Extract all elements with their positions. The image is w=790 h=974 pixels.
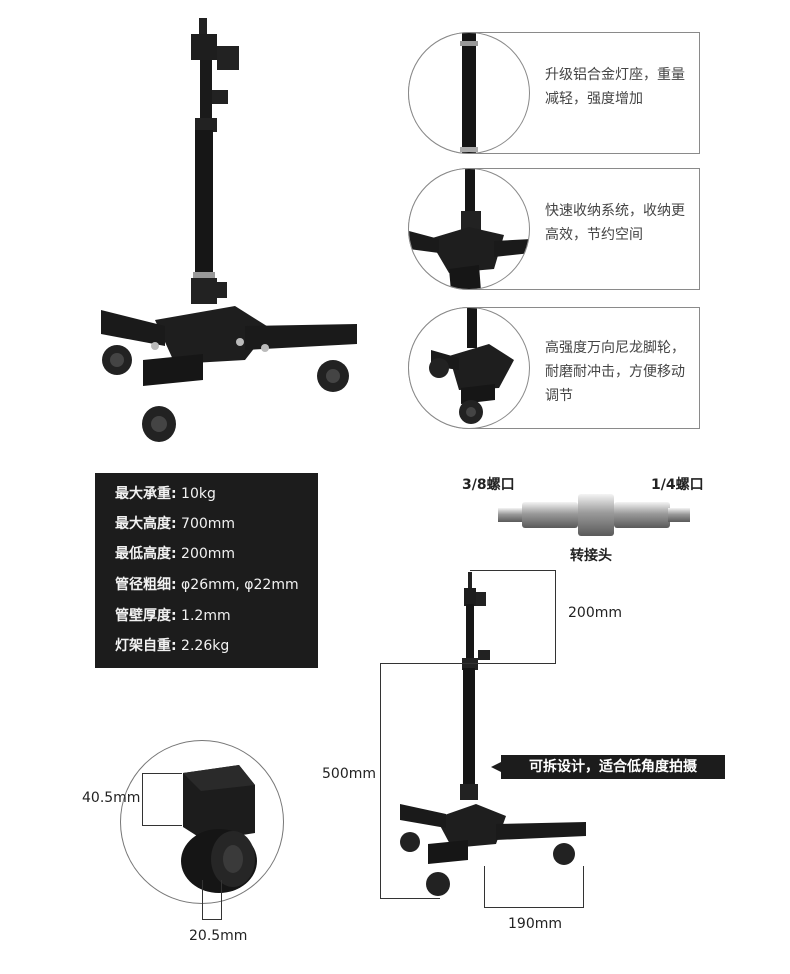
spec-panel: 最大承重: 10kg 最大高度: 700mm 最低高度: 200mm 管径粗细:…: [95, 473, 318, 668]
caster-icon: [181, 765, 257, 893]
spec-row: 管壁厚度: 1.2mm: [115, 607, 231, 625]
dim-line: [221, 880, 222, 920]
spec-label: 最低高度:: [115, 546, 177, 562]
spec-value: 700mm: [176, 516, 236, 532]
dim-line: [202, 919, 222, 920]
dim-line: [142, 825, 182, 826]
detachable-banner: 可拆设计，适合低角度拍摄: [491, 755, 725, 779]
adapter-caption: 转接头: [570, 548, 612, 564]
adapter-right-label: 1/4螺口: [651, 477, 704, 493]
feature-image-casters: [408, 307, 530, 429]
dim-line: [380, 663, 556, 664]
spec-row: 最大高度: 700mm: [115, 515, 235, 533]
spec-row: 最低高度: 200mm: [115, 545, 235, 563]
feature-card-storage: 快速收纳系统，收纳更高效，节约空间: [408, 168, 700, 290]
light-stand-main-image: [101, 18, 357, 442]
spec-row: 最大承重: 10kg: [115, 485, 216, 503]
spec-label: 管壁厚度:: [115, 608, 177, 624]
adapter-left-label: 3/8螺口: [462, 477, 515, 493]
dim-line: [484, 866, 485, 908]
spec-value: φ26mm, φ22mm: [176, 577, 299, 593]
spec-label: 最大高度:: [115, 516, 177, 532]
light-stand-dimension-image: [400, 572, 586, 896]
wheel-detail-circle: [120, 740, 284, 904]
feature-image-tube: [408, 32, 530, 154]
dim-line: [470, 570, 556, 571]
spec-value: 200mm: [176, 546, 236, 562]
feature-card-casters: 高强度万向尼龙脚轮，耐磨耐冲击，方便移动调节: [408, 307, 700, 429]
spec-value: 1.2mm: [176, 608, 231, 624]
dim-line: [142, 773, 182, 774]
spec-row: 灯架自重: 2.26kg: [115, 637, 229, 655]
dim-line: [202, 880, 203, 920]
feature-card-light-mount: 升级铝合金灯座，重量减轻，强度增加: [408, 32, 700, 154]
wheel-width-label: 20.5mm: [189, 928, 248, 944]
dim-height-label: 500mm: [322, 766, 376, 782]
wheel-height-label: 40.5mm: [82, 790, 141, 806]
feature-text: 高强度万向尼龙脚轮，耐磨耐冲击，方便移动调节: [545, 340, 685, 404]
dim-line: [142, 773, 143, 826]
dim-line: [380, 898, 440, 899]
dim-line: [380, 663, 381, 899]
spec-label: 最大承重:: [115, 486, 177, 502]
spec-value: 2.26kg: [176, 638, 230, 654]
dim-width-label: 190mm: [508, 916, 562, 932]
dim-line: [555, 570, 556, 664]
adapter-image: [498, 494, 690, 536]
feature-text: 快速收纳系统，收纳更高效，节约空间: [545, 203, 685, 243]
spec-label: 管径粗细:: [115, 577, 177, 593]
spec-row: 管径粗细: φ26mm, φ22mm: [115, 576, 299, 594]
dim-line: [583, 866, 584, 908]
dim-top-label: 200mm: [568, 605, 622, 621]
spec-label: 灯架自重:: [115, 638, 177, 654]
feature-text: 升级铝合金灯座，重量减轻，强度增加: [545, 67, 685, 107]
feature-image-hub: [408, 168, 530, 290]
dim-line: [484, 907, 584, 908]
spec-value: 10kg: [176, 486, 216, 502]
